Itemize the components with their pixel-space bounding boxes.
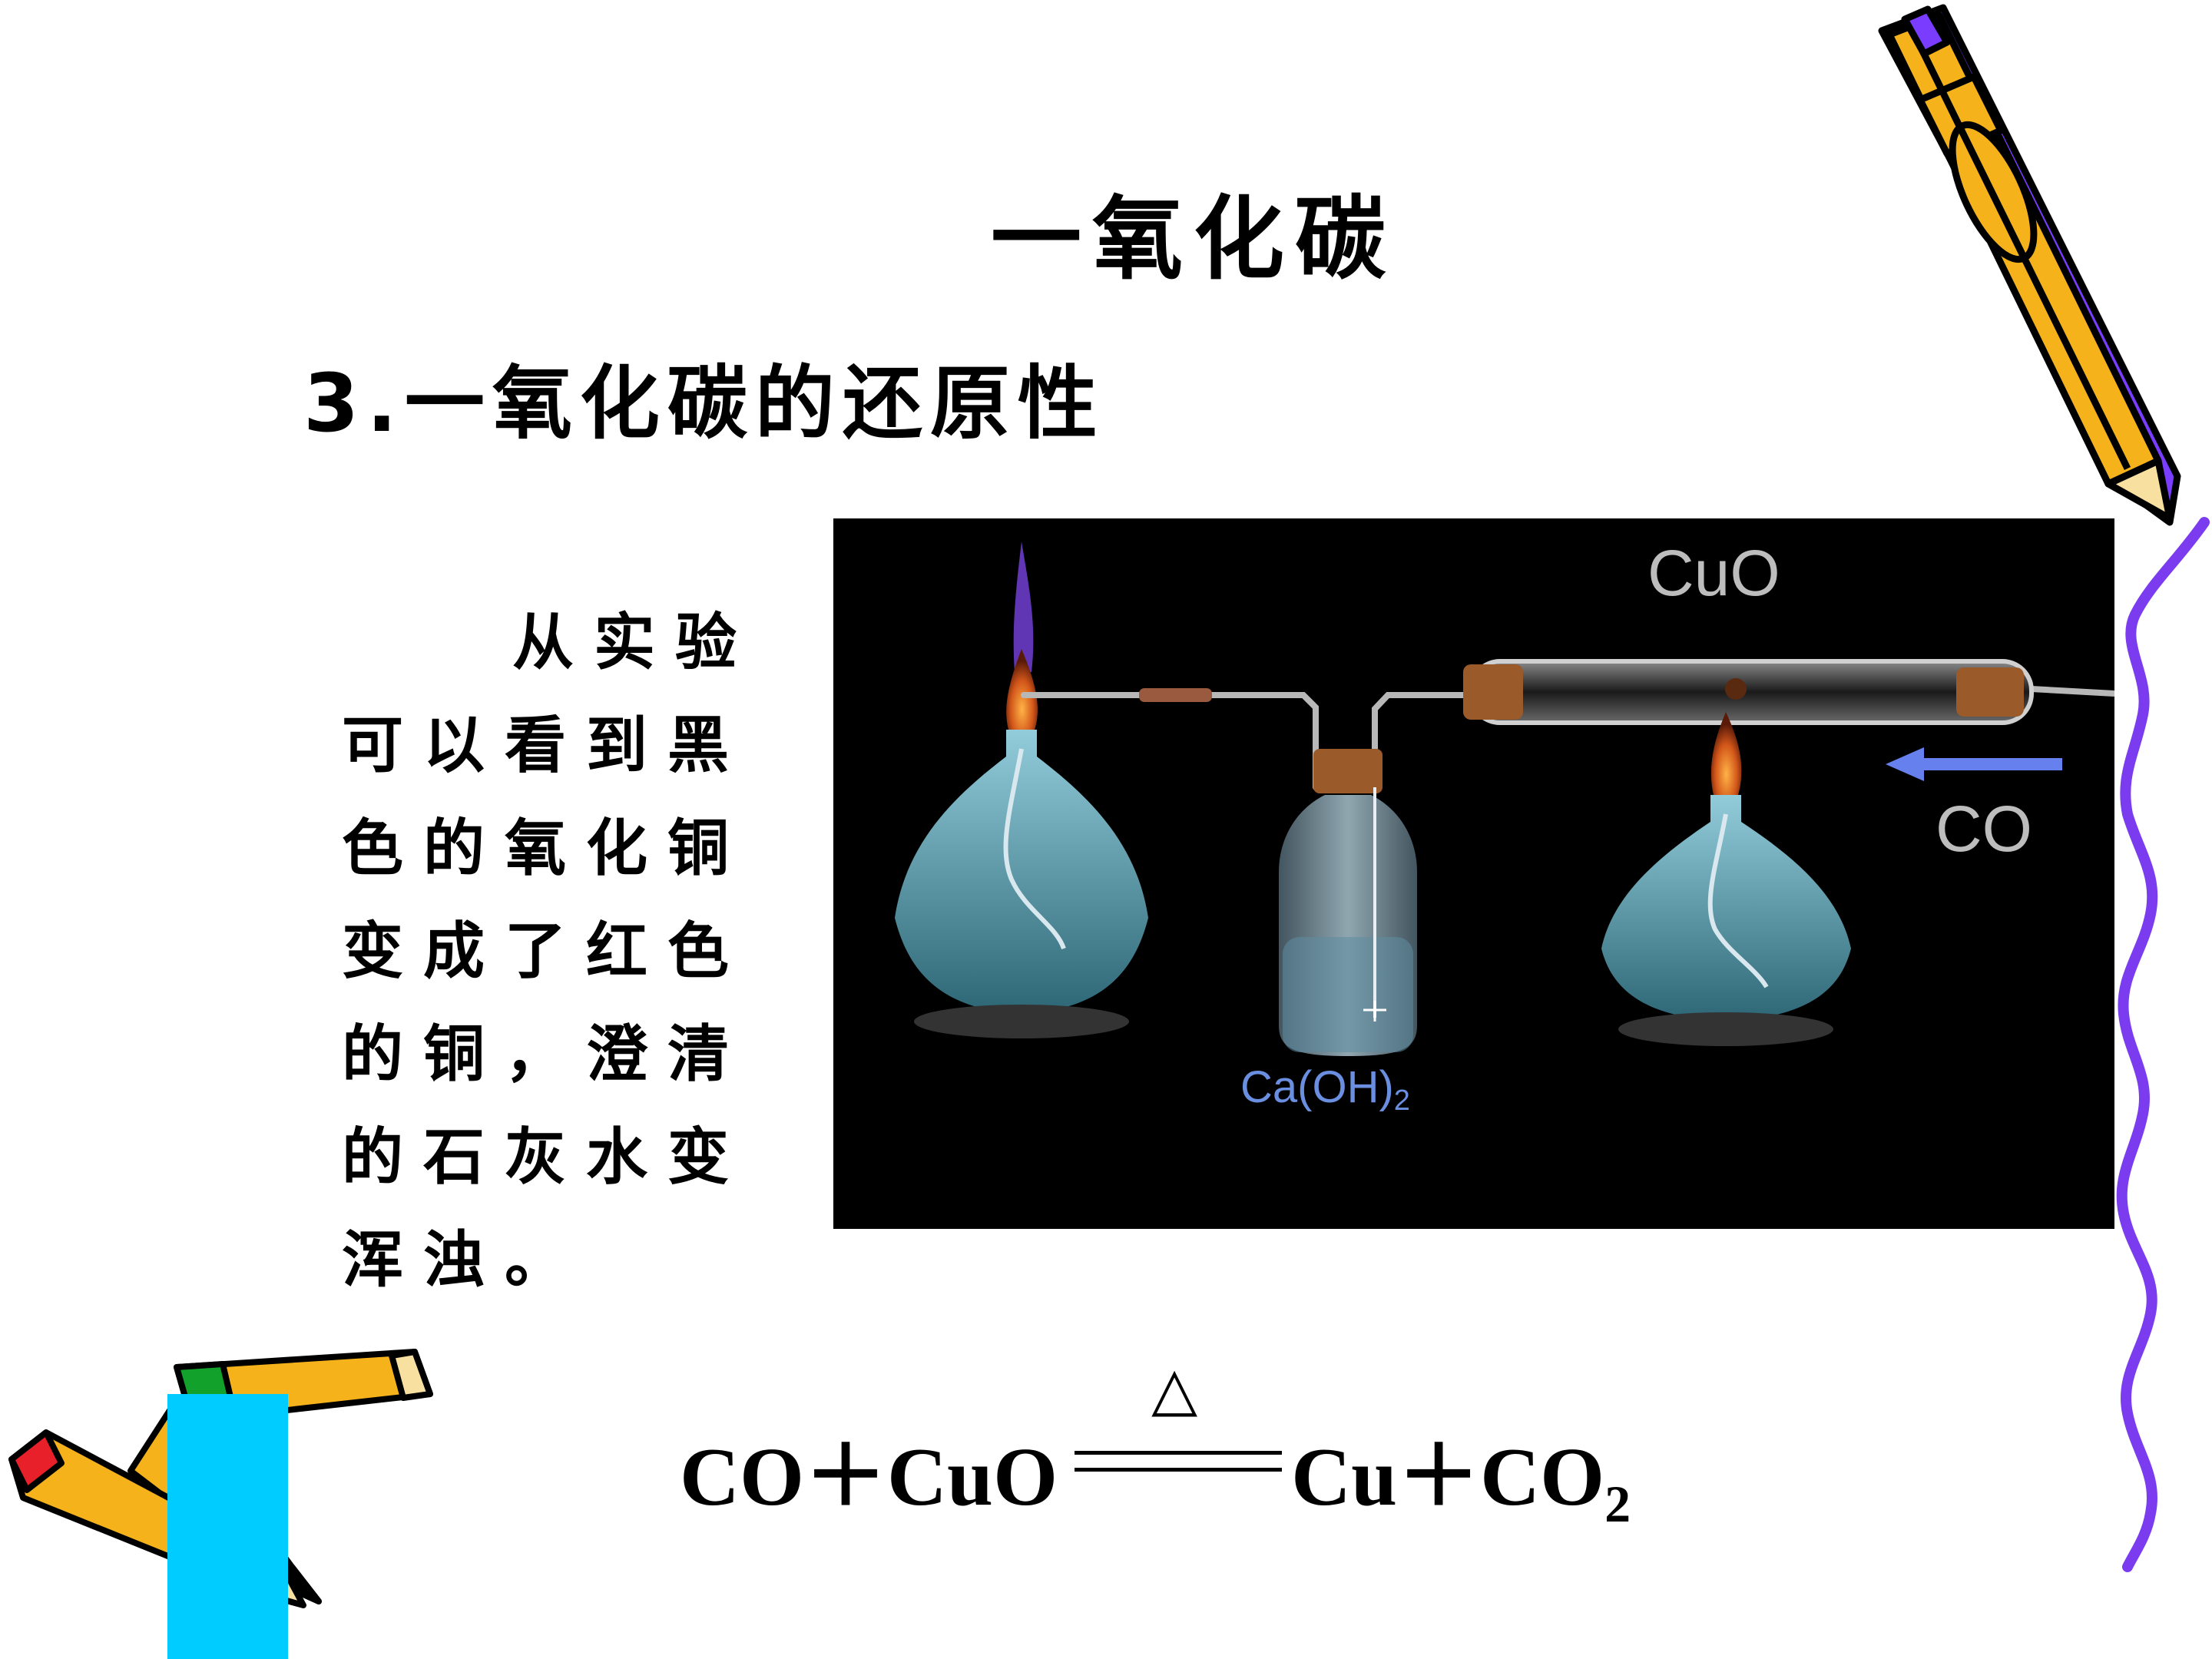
observation-line: 浑浊。: [342, 1224, 586, 1296]
purple-flame-icon: [1013, 541, 1034, 672]
eq-reactant-co: CO: [680, 1432, 804, 1523]
left-alcohol-lamp: [895, 730, 1148, 1038]
label-limewater: Ca(OH)2: [1240, 1062, 1410, 1117]
limewater-subscript: 2: [1394, 1084, 1410, 1117]
limewater-bottle: [1279, 749, 1417, 1056]
eq-product-cu: Cu: [1291, 1432, 1398, 1523]
pencil-icon: [1878, 4, 2181, 526]
wavy-line: [2116, 517, 2210, 1572]
eq-plus: ＋: [804, 1432, 888, 1523]
cyan-block: [167, 1394, 288, 1659]
observation-line: 变成了红色: [342, 916, 749, 987]
heat-triangle-icon: △: [1151, 1355, 1198, 1424]
experiment-image: CuO CO Ca(OH)2: [833, 518, 2114, 1229]
observation-line: 色的氧化铜: [342, 813, 749, 884]
eq-bar: [1075, 1451, 1283, 1455]
label-cuo: CuO: [1647, 537, 1780, 609]
observation-line: 的铜，澄清: [342, 1018, 749, 1090]
eq-sign: △: [1075, 1355, 1283, 1505]
eq-plus: ＋: [1397, 1432, 1481, 1523]
rubber-connector: [1139, 688, 1212, 702]
eq-reactant-cuo: CuO: [887, 1432, 1058, 1523]
observation-line: 的石灰水变: [342, 1121, 749, 1193]
right-flame-icon: [1710, 712, 1742, 795]
slide-title: 一氧化碳: [991, 186, 1397, 292]
eq-co2-base: CO: [1480, 1432, 1605, 1523]
chemical-equation: CO＋CuO△Cu＋CO2: [680, 1355, 1631, 1535]
gas-tube: [1021, 686, 2114, 790]
left-flame-icon: [1006, 649, 1038, 730]
cuo-tube: [1463, 659, 2034, 725]
slide-subtitle: 3.一氧化碳的还原性: [303, 356, 1105, 450]
right-alcohol-lamp: [1601, 795, 1851, 1046]
limewater-formula: Ca(OH): [1240, 1062, 1394, 1112]
observation-line: 从实验: [512, 607, 757, 678]
observation-line: 可以看到黑: [342, 710, 749, 781]
eq-product-co2: CO2: [1480, 1430, 1631, 1535]
observation-text: 从实验 可以看到黑 色的氧化铜 变成了红色 的铜，澄清 的石灰水变 浑浊。: [342, 591, 787, 1312]
co-flow-arrow-icon: [1886, 747, 2062, 781]
label-co: CO: [1936, 793, 2032, 865]
eq-co2-subscript: 2: [1604, 1475, 1631, 1533]
eq-bar: [1075, 1468, 1283, 1472]
